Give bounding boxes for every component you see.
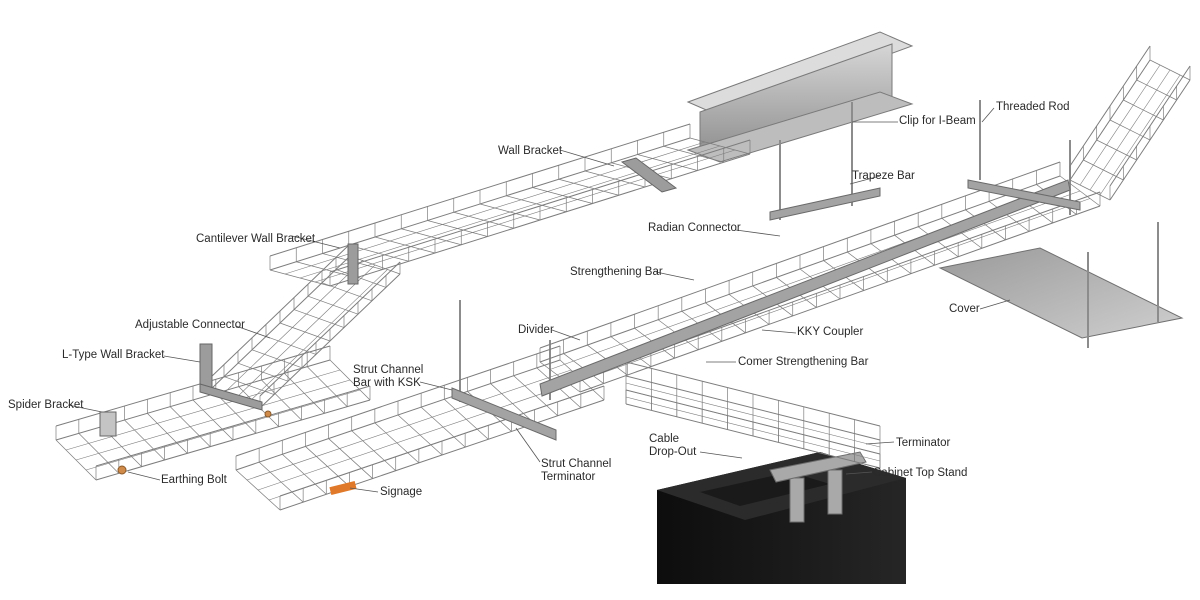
label-l-type-wall-bracket: L-Type Wall Bracket — [62, 349, 165, 361]
tray-wire — [215, 393, 257, 434]
tray-wire — [293, 309, 345, 328]
tray-wire — [235, 469, 281, 511]
tray-wire — [941, 217, 983, 249]
tray-wire — [348, 244, 409, 262]
tray-wire — [251, 349, 303, 369]
label-cable-drop-out: Cable Drop-Out — [649, 433, 697, 458]
tray-wire — [269, 269, 331, 287]
label-adjustable-connector: Adjustable Connector — [135, 319, 245, 331]
tray-wire — [1123, 99, 1164, 121]
tray-wire — [265, 336, 317, 355]
wall-brackets — [99, 157, 678, 437]
label-kky-coupler: KKY Coupler — [797, 326, 864, 338]
tray-wire — [329, 359, 371, 401]
tray-wire — [335, 269, 387, 288]
tray-wire — [427, 220, 488, 237]
label-terminator: Terminator — [896, 437, 951, 449]
label-wall-bracket: Wall Bracket — [498, 145, 563, 157]
i-beam — [686, 31, 914, 163]
tray-wire — [506, 195, 567, 213]
label-cabinet-top-stand: Cabinet Top Stand — [873, 467, 968, 479]
tray-wire — [296, 261, 357, 279]
tray-wire — [279, 322, 331, 342]
label-spider-bracket: Spider Bracket — [8, 399, 84, 411]
tray-wire — [374, 236, 436, 254]
tray-wire — [328, 438, 373, 479]
label-clip-for-ibeam: Clip for I-Beam — [899, 115, 976, 127]
tray-wire — [223, 376, 275, 395]
tray-wire — [1149, 59, 1191, 81]
strut-channels — [451, 179, 1081, 441]
tray-wire — [444, 399, 489, 440]
tray-wire — [1083, 159, 1124, 181]
tray-wire — [307, 295, 359, 315]
tray-wire — [479, 203, 541, 221]
label-earthing-bolt: Earthing Bolt — [161, 474, 227, 486]
tray-wire — [78, 433, 120, 474]
tray-wire — [147, 413, 188, 454]
label-signage: Signage — [380, 486, 423, 498]
tray-wire — [420, 406, 466, 448]
label-corner-strengthening-bar: Comer Strengthening Bar — [738, 356, 869, 368]
tray-wire — [558, 178, 619, 196]
label-radian-connector: Radian Connector — [648, 222, 741, 234]
label-trapeze-bar: Trapeze Bar — [852, 170, 915, 182]
tray-wire — [532, 187, 593, 204]
label-cantilever-wall-bracket: Cantilever Wall Bracket — [196, 233, 316, 245]
tray-wire — [637, 154, 698, 171]
label-divider: Divider — [518, 324, 554, 336]
tray-wire — [1136, 79, 1177, 101]
tray-wire — [401, 228, 462, 246]
label-cover: Cover — [949, 303, 980, 315]
tray-wire — [1096, 139, 1137, 161]
label-strut-channel-terminator: Strut Channel Terminator — [541, 458, 612, 483]
tray-wire — [1109, 119, 1151, 141]
label-strut-channel-bar-ksk: Strut Channel Bar with KSK — [353, 364, 424, 389]
tray-wire — [584, 170, 646, 188]
tray-wire — [258, 461, 304, 503]
label-threaded-rod: Threaded Rod — [996, 101, 1070, 113]
tray-wire — [321, 282, 373, 302]
leader-lines — [67, 107, 1011, 493]
tray-wire — [192, 399, 234, 441]
tray-wire — [490, 383, 535, 424]
tray-wire — [689, 137, 751, 155]
tray-wire — [261, 379, 302, 421]
tray-wire — [306, 366, 348, 407]
tray-wire — [284, 373, 325, 414]
earthing-bolt — [117, 410, 272, 475]
tray-wire — [351, 430, 396, 471]
tray-wire — [237, 362, 289, 382]
label-strengthening-bar: Strengthening Bar — [570, 266, 663, 278]
signage-plate — [329, 480, 357, 496]
tray-wire — [988, 201, 1030, 232]
tray-wire — [55, 439, 97, 481]
tray-wire — [513, 375, 558, 416]
tray-wire — [305, 446, 350, 487]
tray-wire — [397, 414, 443, 456]
cover-plate — [938, 247, 1184, 339]
tray-wire — [374, 422, 420, 464]
tray-wire — [124, 419, 165, 461]
tray-wire — [169, 406, 211, 447]
tray-wire — [965, 209, 1006, 241]
tray-wire — [282, 454, 327, 495]
tray-wire — [1069, 179, 1111, 201]
tray-wire — [453, 211, 514, 229]
tray-wire — [663, 145, 724, 163]
cabinet-top-stand — [769, 451, 867, 523]
